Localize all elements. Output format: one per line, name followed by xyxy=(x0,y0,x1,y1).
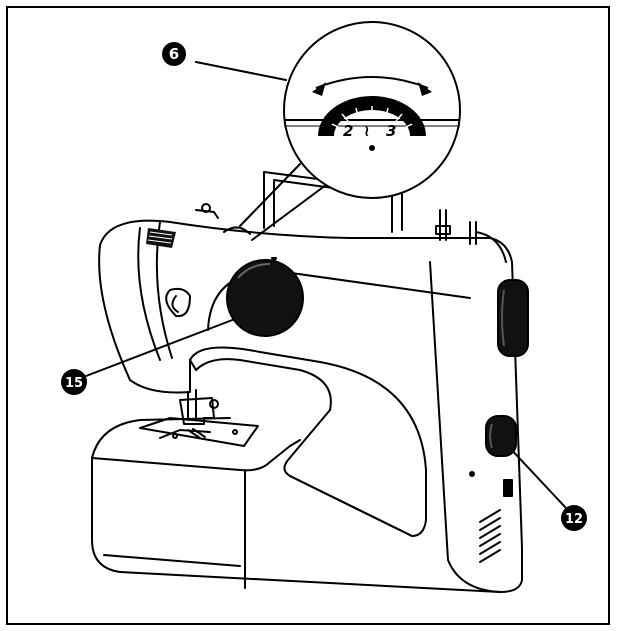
rotation-arrow-line xyxy=(315,76,429,89)
magnified-stitch-dial: 2 ≀ 3 xyxy=(283,21,461,199)
dial-number-left: 2 xyxy=(343,122,353,140)
lower-knob[interactable] xyxy=(485,415,517,457)
rotation-arrow-left-icon xyxy=(312,82,326,96)
dial-number-right: 3 xyxy=(386,122,396,140)
base-edge xyxy=(103,554,241,567)
callout-6-leader xyxy=(195,61,287,81)
callout-15-leader xyxy=(85,313,249,377)
dial-scale xyxy=(318,96,426,136)
callout-badge-12: 12 xyxy=(561,505,587,531)
needle-plate xyxy=(139,417,259,447)
svg-text:6: 6 xyxy=(169,45,179,63)
presser-foot xyxy=(179,397,215,425)
zoom-guide-line xyxy=(239,163,301,227)
stitch-length-dial xyxy=(146,228,176,248)
side-bezel xyxy=(165,287,191,318)
machine-base xyxy=(91,457,523,593)
rotation-arrow-right-icon xyxy=(418,82,432,96)
dial-middle-symbol: ≀ xyxy=(364,122,370,140)
machine-body xyxy=(169,221,523,549)
extension-table xyxy=(91,439,301,472)
base-top xyxy=(91,417,231,459)
vent-grille xyxy=(479,509,501,563)
svg-text:15: 15 xyxy=(65,376,83,391)
callout-12-leader xyxy=(507,445,567,509)
hand-wheel[interactable] xyxy=(497,279,529,357)
callout-badge-6: 6 xyxy=(162,42,186,66)
arm-opening xyxy=(189,346,427,537)
dial-indicator-dot xyxy=(369,145,375,151)
callout-badge-15: 15 xyxy=(61,369,87,395)
power-switch xyxy=(503,479,513,497)
svg-text:12: 12 xyxy=(565,512,583,527)
machine-head xyxy=(98,219,191,394)
body-right-edge xyxy=(429,261,501,593)
pattern-selector-knob xyxy=(226,259,304,337)
